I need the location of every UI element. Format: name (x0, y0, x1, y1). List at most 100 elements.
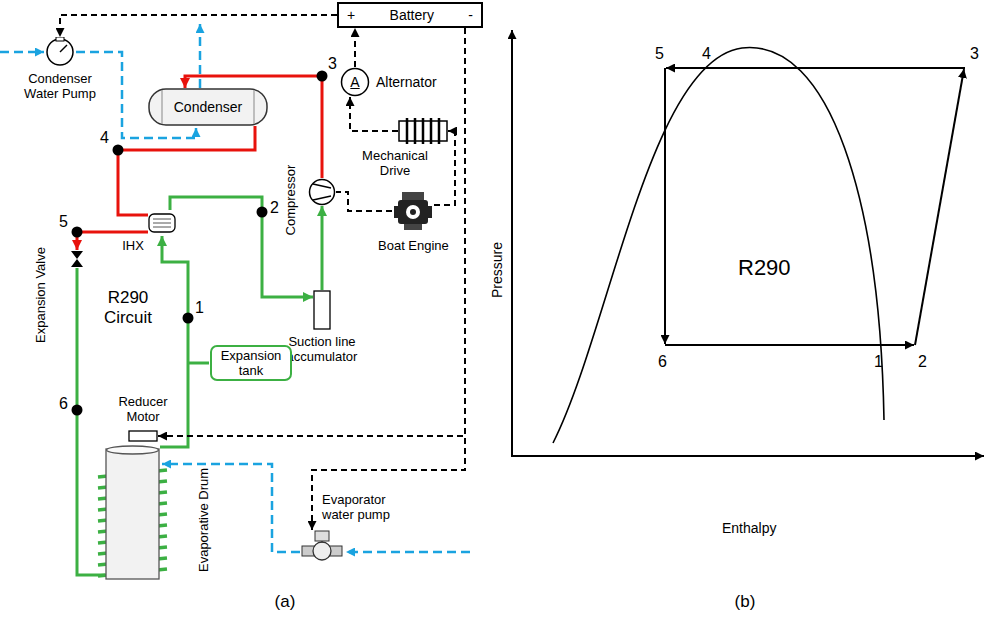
node-label: Expansion Valve (33, 247, 48, 343)
line-art (346, 551, 470, 554)
circuit-label: R290 Circuit (92, 288, 164, 328)
refrigerant-line (188, 362, 209, 365)
outline (300, 530, 344, 570)
axis-label: (b) (722, 592, 768, 612)
line-art (310, 180, 335, 205)
node-label: Alternator (376, 74, 437, 90)
refrigerant-line (321, 206, 324, 290)
line-art (394, 206, 400, 218)
line-art (342, 69, 369, 96)
line-art (553, 48, 884, 443)
outline (313, 290, 331, 330)
tank-box: Expansion tank (210, 345, 292, 381)
engine-icon: Boat Engine (392, 190, 434, 232)
axis-label: Pressure (489, 242, 506, 298)
line-art (153, 219, 171, 227)
line-art (407, 118, 439, 144)
line-art (47, 39, 73, 65)
condenser: Condenser (148, 88, 268, 126)
outline (45, 37, 75, 67)
callout-number: 4 (100, 128, 109, 147)
node-label: - (468, 7, 473, 23)
line-art (107, 446, 159, 454)
drum: Evaporative Drum (105, 445, 160, 580)
callout-number: 5 (655, 44, 664, 63)
valve-symbol: Expansion Valve (70, 250, 84, 268)
line-art (60, 45, 67, 52)
line-art (402, 192, 424, 200)
callout-number: 3 (970, 44, 979, 63)
signal-wire (312, 28, 465, 530)
outline (148, 210, 176, 236)
line-art (113, 145, 124, 156)
line-art (149, 89, 267, 125)
line-art (314, 291, 330, 329)
line-art (162, 464, 300, 552)
line-art (511, 455, 984, 457)
line-art (71, 251, 83, 267)
callout-number: 4 (702, 44, 711, 63)
drive-symbol: Mechanical Drive (398, 118, 448, 144)
signal-wire (60, 15, 337, 37)
node-label: Evaporator water pump (322, 492, 402, 522)
ph-chart (511, 30, 984, 456)
compressor-symbol: Compressor (308, 178, 336, 206)
node-label: Boat Engine (378, 238, 448, 253)
line-art (162, 90, 254, 124)
refrigerant-line (160, 236, 188, 447)
node-label: IHX (120, 238, 146, 253)
node-label: Condenser (174, 99, 243, 115)
outline (105, 445, 160, 580)
line-art (129, 431, 157, 441)
alternator-symbol: AAlternator (340, 67, 370, 97)
circuit-label: R290 (738, 255, 791, 280)
refrigerant-line (118, 126, 255, 215)
node-label: Reducer Motor (113, 394, 173, 424)
node-label: Battery (390, 7, 434, 23)
line-art (322, 541, 323, 543)
motor-symbol: Reducer Motor (128, 430, 158, 442)
signal-wire (434, 131, 455, 205)
line-art (106, 449, 159, 579)
line-art (257, 207, 268, 218)
callout-number: 2 (270, 198, 279, 217)
axis-label: (a) (262, 592, 308, 612)
outline (70, 250, 84, 268)
line-art (664, 68, 666, 344)
pump-icon: Evaporator water pump (300, 530, 344, 570)
line-art (72, 405, 83, 416)
callout-number: 6 (658, 352, 667, 371)
outline (308, 178, 336, 206)
line-art (183, 313, 194, 324)
node-label: + (347, 7, 355, 23)
callout-number: 1 (195, 298, 204, 317)
battery-box: + Battery - (337, 2, 483, 28)
node-label: Mechanical Drive (360, 148, 430, 178)
line-art (317, 71, 328, 82)
pump-symbol: Condenser Water Pump (45, 37, 75, 67)
outline (392, 190, 434, 232)
line-art (315, 531, 329, 541)
signal-wire (350, 97, 398, 131)
line-art (406, 205, 420, 219)
line-art (404, 224, 422, 230)
line-art (313, 542, 331, 560)
node-label: Suction line accumulator (282, 334, 362, 364)
line-art (149, 214, 175, 232)
signal-wire (354, 28, 356, 67)
signal-wire (336, 192, 392, 211)
outline (128, 430, 158, 442)
line-art (915, 69, 964, 345)
node-label: Evaporative Drum (196, 468, 211, 572)
callout-number: 1 (874, 352, 883, 371)
line-art (511, 30, 513, 456)
line-art (398, 200, 428, 224)
line-art (199, 24, 202, 88)
line-art (0, 51, 44, 54)
callout-number: 5 (59, 212, 68, 231)
water-line (0, 24, 470, 552)
line-art (72, 227, 83, 238)
node-label: Condenser Water Pump (20, 71, 100, 101)
heat-exchanger: IHX (148, 210, 176, 236)
